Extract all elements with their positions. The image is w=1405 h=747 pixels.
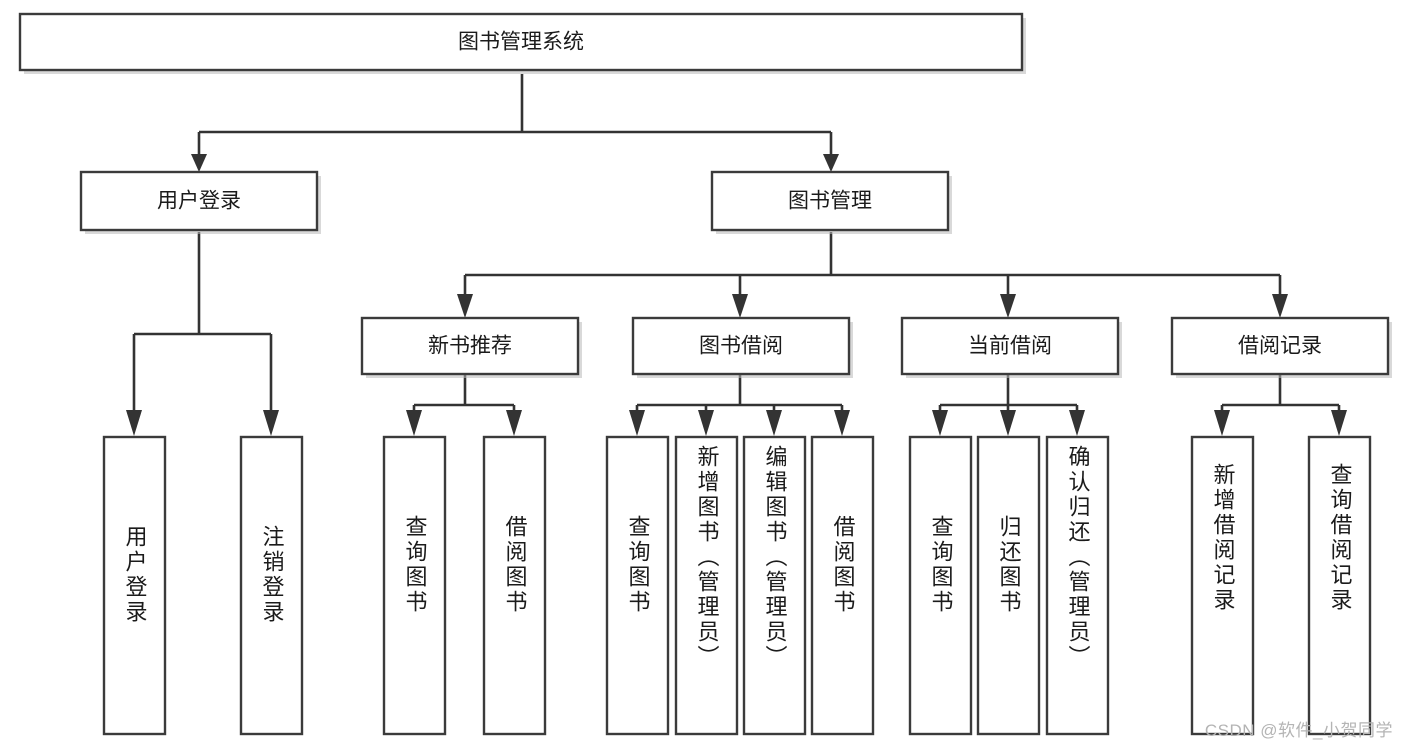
connector-group-current-borrow xyxy=(932,375,1085,436)
node-book-borrow[interactable]: 图书借阅 xyxy=(631,316,853,378)
arrow-current-borrow-1 xyxy=(1000,410,1016,436)
arrow-book-mgmt-0 xyxy=(457,294,473,318)
leaf-current-borrow-1-box[interactable] xyxy=(976,435,1041,736)
leaf-group-current-borrow xyxy=(908,435,1110,736)
watermark-label: CSDN @软件_小贺同学 xyxy=(1204,721,1393,740)
leaf-current-borrow-2-box[interactable] xyxy=(1045,435,1110,736)
arrow-user-login-0 xyxy=(126,410,142,436)
node-user-login-label: 用户登录 xyxy=(157,190,241,213)
node-user-login-box[interactable] xyxy=(79,170,319,232)
leaf-book-borrow-2-box[interactable] xyxy=(742,435,807,736)
connector-group-new-book xyxy=(406,375,522,436)
node-root-label: 图书管理系统 xyxy=(458,31,584,54)
node-book-borrow-box[interactable] xyxy=(631,316,851,376)
arrow-borrow-record-1 xyxy=(1331,410,1347,436)
arrow-book-mgmt-3 xyxy=(1272,294,1288,318)
connector-group-book-mgmt xyxy=(457,232,1288,318)
arrow-book-mgmt-2 xyxy=(1000,294,1016,318)
node-new-book-recommend-box[interactable] xyxy=(360,316,580,376)
arrow-root-to-book-mgmt xyxy=(823,154,839,172)
arrow-user-login-1 xyxy=(263,410,279,436)
node-current-borrow-box[interactable] xyxy=(900,316,1120,376)
connector-group-book-borrow xyxy=(629,375,850,436)
node-new-book-recommend[interactable]: 新书推荐 xyxy=(360,316,582,378)
arrow-current-borrow-0 xyxy=(932,410,948,436)
connector-group-borrow-record xyxy=(1214,375,1347,436)
arrow-book-mgmt-1 xyxy=(732,294,748,318)
node-book-mgmt-label: 图书管理 xyxy=(788,190,872,213)
leaf-group-new-book-recommend xyxy=(382,435,547,736)
node-borrow-record[interactable]: 借阅记录 xyxy=(1170,316,1392,378)
leaf-group-book-borrow xyxy=(605,435,875,736)
arrow-book-borrow-2 xyxy=(766,410,782,436)
arrow-root-to-user-login xyxy=(191,154,207,172)
node-user-login[interactable]: 用户登录 xyxy=(79,170,321,234)
node-book-mgmt[interactable]: 图书管理 xyxy=(710,170,952,234)
leaf-group-user-login xyxy=(102,435,304,736)
arrow-book-borrow-3 xyxy=(834,410,850,436)
node-current-borrow[interactable]: 当前借阅 xyxy=(900,316,1122,378)
arrow-borrow-record-0 xyxy=(1214,410,1230,436)
node-book-mgmt-box[interactable] xyxy=(710,170,950,232)
node-root-box[interactable] xyxy=(18,12,1024,72)
leaf-borrow-record-0-box[interactable] xyxy=(1190,435,1255,736)
leaf-book-borrow-3-box[interactable] xyxy=(810,435,875,736)
arrow-current-borrow-2 xyxy=(1069,410,1085,436)
leaf-group-borrow-record xyxy=(1190,435,1372,736)
node-borrow-record-box[interactable] xyxy=(1170,316,1390,376)
arrow-new-book-0 xyxy=(406,410,422,436)
leaf-new-book-1-box[interactable] xyxy=(482,435,547,736)
arrow-book-borrow-1 xyxy=(698,410,714,436)
connector-group-user-login xyxy=(126,232,279,436)
leaf-book-borrow-0-box[interactable] xyxy=(605,435,670,736)
node-book-borrow-label: 图书借阅 xyxy=(699,335,783,358)
leaf-new-book-0-box[interactable] xyxy=(382,435,447,736)
leaf-user-login-1-box[interactable] xyxy=(239,435,304,736)
leaf-current-borrow-0-box[interactable] xyxy=(908,435,973,736)
connector-group-root xyxy=(191,74,839,172)
leaf-user-login-0-box[interactable] xyxy=(102,435,167,736)
leaf-borrow-record-1-box[interactable] xyxy=(1307,435,1372,736)
arrow-new-book-1 xyxy=(506,410,522,436)
node-borrow-record-label: 借阅记录 xyxy=(1238,335,1322,358)
arrow-book-borrow-0 xyxy=(629,410,645,436)
node-current-borrow-label: 当前借阅 xyxy=(968,335,1052,358)
leaf-book-borrow-1-box[interactable] xyxy=(674,435,739,736)
node-new-book-recommend-label: 新书推荐 xyxy=(428,335,512,358)
node-root[interactable]: 图书管理系统 xyxy=(18,12,1026,74)
